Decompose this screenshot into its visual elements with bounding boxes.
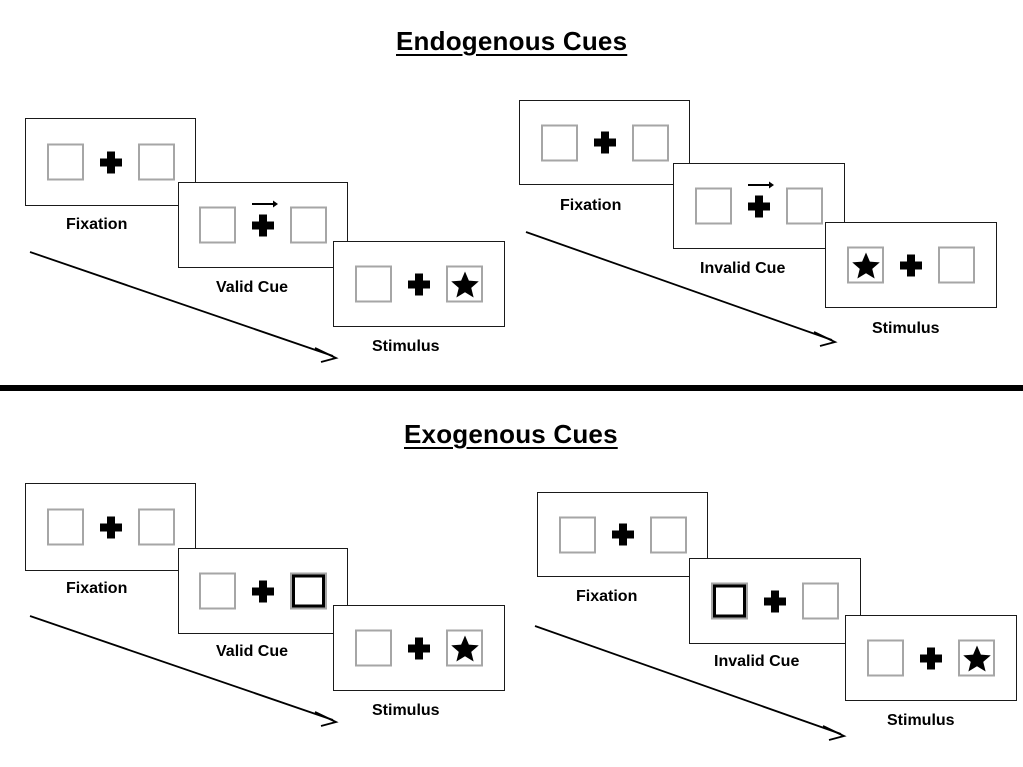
frame-endogenous-valid-cue[interactable]	[178, 182, 348, 268]
time-flow-arrow-endogenous-invalid	[525, 231, 838, 347]
frame-exogenous-valid-cue[interactable]	[178, 548, 348, 634]
placeholder-box-left	[199, 206, 236, 244]
placeholder-box-left	[355, 265, 392, 303]
frame-content	[26, 508, 195, 546]
star-target-icon	[962, 645, 991, 671]
frame-content	[179, 200, 347, 244]
frame-content	[179, 572, 347, 610]
target-box-right	[958, 639, 995, 677]
frame-exogenous-invalid-fixation[interactable]	[537, 492, 708, 577]
frame-content	[334, 265, 504, 303]
section-title-endogenous: Endogenous Cues	[396, 26, 628, 56]
fixation-cross-icon	[748, 195, 770, 217]
cued-box-right	[290, 572, 327, 610]
fixation-cross-icon	[593, 131, 616, 154]
frame-exogenous-invalid-stimulus[interactable]	[845, 615, 1017, 701]
frame-content	[520, 124, 689, 161]
section-divider	[0, 385, 1023, 391]
placeholder-box-left	[355, 629, 392, 667]
frame-endogenous-valid-stimulus[interactable]	[333, 241, 505, 327]
caption-endogenous-valid-cue: Valid Cue	[216, 279, 289, 296]
caption-endogenous-valid-fixation: Fixation	[66, 216, 128, 233]
caption-endogenous-valid-stimulus: Stimulus	[372, 338, 440, 355]
target-box-right	[446, 265, 483, 303]
caption-exogenous-invalid-cue: Invalid Cue	[714, 653, 800, 670]
frame-content	[538, 516, 707, 553]
fixation-cross-icon	[920, 647, 942, 669]
fixation-cross-icon	[252, 580, 274, 602]
arrow-right-cue-icon	[252, 200, 278, 207]
placeholder-box-left	[558, 516, 596, 553]
frame-exogenous-valid-stimulus[interactable]	[333, 605, 505, 691]
placeholder-box-left	[46, 508, 84, 546]
target-box-left	[847, 246, 884, 284]
placeholder-box-left	[199, 572, 236, 610]
placeholder-box-right	[649, 516, 687, 553]
placeholder-box-right	[786, 187, 823, 225]
fixation-cross-icon	[99, 516, 122, 538]
cue-slot	[748, 181, 774, 217]
frame-content	[690, 582, 860, 620]
caption-exogenous-valid-stimulus: Stimulus	[372, 702, 440, 719]
caption-endogenous-invalid-fixation: Fixation	[560, 197, 622, 214]
fixation-cross-icon	[99, 151, 122, 173]
frame-content	[334, 629, 504, 667]
arrow-right-cue-icon	[748, 181, 774, 188]
caption-exogenous-invalid-fixation: Fixation	[576, 588, 638, 605]
frame-endogenous-invalid-stimulus[interactable]	[825, 222, 997, 308]
cued-box-left	[711, 582, 748, 620]
section-title-exogenous: Exogenous Cues	[404, 419, 618, 449]
placeholder-box-left	[867, 639, 904, 677]
cue-slot	[252, 200, 278, 236]
placeholder-box-right	[137, 143, 175, 181]
fixation-cross-icon	[611, 523, 634, 546]
frame-endogenous-invalid-cue[interactable]	[673, 163, 845, 249]
placeholder-box-right	[290, 206, 327, 244]
placeholder-box-right	[137, 508, 175, 546]
frame-content	[26, 143, 195, 181]
placeholder-box-left	[46, 143, 84, 181]
star-target-icon	[851, 252, 880, 278]
time-flow-arrow-exogenous-valid	[29, 615, 339, 727]
fixation-cross-icon	[408, 273, 430, 295]
frame-exogenous-valid-fixation[interactable]	[25, 483, 196, 571]
star-target-icon	[450, 635, 479, 661]
caption-exogenous-valid-fixation: Fixation	[66, 580, 128, 597]
frame-exogenous-invalid-cue[interactable]	[689, 558, 861, 644]
caption-endogenous-invalid-stimulus: Stimulus	[872, 320, 940, 337]
time-flow-arrow-exogenous-invalid	[534, 625, 847, 741]
caption-endogenous-invalid-cue: Invalid Cue	[700, 260, 786, 277]
placeholder-box-left	[540, 124, 578, 161]
fixation-cross-icon	[900, 254, 922, 276]
target-box-right	[446, 629, 483, 667]
caption-exogenous-invalid-stimulus: Stimulus	[887, 712, 955, 729]
caption-exogenous-valid-cue: Valid Cue	[216, 643, 289, 660]
placeholder-box-left	[695, 187, 732, 225]
time-flow-arrow-endogenous-valid	[29, 251, 339, 363]
placeholder-box-right	[631, 124, 669, 161]
frame-endogenous-invalid-fixation[interactable]	[519, 100, 690, 185]
placeholder-box-right	[938, 246, 975, 284]
frame-content	[674, 181, 844, 225]
fixation-cross-icon	[408, 637, 430, 659]
frame-endogenous-valid-fixation[interactable]	[25, 118, 196, 206]
star-target-icon	[450, 271, 479, 297]
frame-content	[846, 639, 1016, 677]
frame-content	[826, 246, 996, 284]
fixation-cross-icon	[252, 214, 274, 236]
fixation-cross-icon	[764, 590, 786, 612]
placeholder-box-right	[802, 582, 839, 620]
